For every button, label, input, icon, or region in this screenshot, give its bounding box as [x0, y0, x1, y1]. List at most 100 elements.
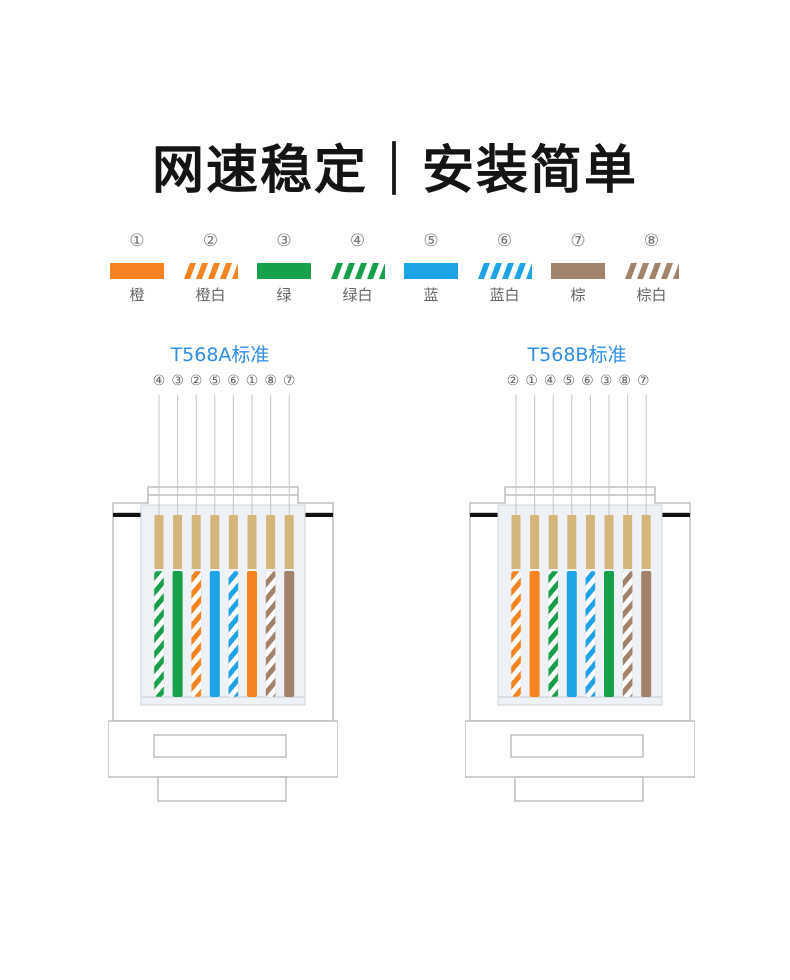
wire-蓝白 — [228, 395, 239, 698]
wire-body — [209, 571, 220, 697]
legend-number: ③ — [276, 231, 292, 251]
wire-绿 — [172, 395, 183, 697]
contact-pin — [247, 515, 257, 569]
wire-body — [529, 571, 540, 697]
headline: 网速稳定｜安装简单 — [151, 141, 638, 201]
wire-绿 — [604, 395, 614, 697]
plug-top-ridge — [504, 486, 656, 495]
legend-swatch — [624, 263, 679, 279]
contact-pin — [604, 515, 614, 569]
contact-pin — [154, 515, 164, 569]
legend-number: ⑦ — [570, 231, 586, 251]
t568b-title: T568B标准 — [527, 344, 627, 366]
wire-order-number: ④ — [543, 373, 557, 389]
plug-boot-slot — [153, 734, 287, 758]
wire-order-number: ④ — [152, 373, 166, 389]
wire-body — [547, 570, 559, 698]
contact-pin — [623, 515, 633, 569]
legend-number: ② — [202, 231, 219, 251]
legend-swatch — [404, 263, 458, 279]
contact-pin — [173, 515, 183, 569]
legend-label: 橙白 — [195, 286, 226, 304]
wire-order-number: ⑧ — [618, 373, 631, 389]
wire-body — [190, 570, 202, 698]
plug-top-ridge — [147, 486, 299, 495]
wire-order-number: ⑥ — [227, 373, 240, 389]
wire-body — [604, 571, 614, 697]
plug-shoulder — [112, 494, 334, 513]
wire-order-number: ⑥ — [581, 373, 594, 389]
legend-swatch — [477, 263, 532, 279]
wire-body — [228, 570, 239, 698]
legend-swatch — [110, 263, 164, 279]
legend-item: ② 橙白 — [174, 228, 248, 305]
wire-蓝 — [209, 395, 220, 697]
plug-shoulder — [469, 494, 691, 513]
legend-number: ④ — [349, 231, 366, 251]
legend-swatch — [330, 263, 385, 279]
wire-body — [566, 571, 577, 697]
legend-label: 蓝白 — [489, 286, 520, 304]
wire-绿白 — [547, 395, 559, 698]
contact-pin — [228, 515, 238, 569]
legend-item: ⑧ 棕白 — [615, 228, 689, 305]
wire-order-number: ② — [506, 373, 520, 389]
legend-number: ⑤ — [423, 231, 439, 251]
contact-pin — [511, 515, 521, 569]
legend-swatch — [257, 263, 311, 279]
contact-pin — [266, 515, 276, 569]
wire-order-number: ② — [189, 373, 203, 389]
wire-order-number: ⑧ — [264, 373, 277, 389]
wire-order-number: ③ — [171, 373, 184, 389]
wire-order-number: ⑤ — [208, 373, 222, 389]
legend-item: ④ 绿白 — [321, 228, 395, 305]
wire-蓝白 — [585, 395, 596, 698]
plug-inner-window — [497, 504, 663, 706]
wire-棕白 — [265, 395, 276, 698]
plug-inner-window — [140, 504, 306, 706]
wire-body — [153, 570, 165, 698]
wire-order-number: ③ — [599, 373, 613, 389]
plug-boot-slot — [510, 734, 644, 758]
legend-number: ① — [129, 231, 145, 251]
contact-pin — [567, 515, 577, 569]
wire-order-number: ⑤ — [562, 373, 576, 389]
wire-橙白 — [510, 395, 522, 698]
wire-棕 — [284, 395, 295, 697]
wire-蓝 — [566, 395, 577, 697]
wire-body — [622, 570, 633, 698]
t568b-connector — [465, 395, 695, 802]
t568a-connector — [108, 395, 338, 802]
contact-pin — [641, 515, 651, 569]
t568a-title: T568A标准 — [170, 344, 270, 366]
contact-pin — [585, 515, 595, 569]
legend-label: 蓝 — [423, 286, 439, 304]
legend-swatch — [551, 263, 605, 279]
plug-cable-stub — [514, 776, 644, 802]
wire-order-number: ⑦ — [282, 373, 296, 389]
legend-number: ⑧ — [643, 231, 660, 251]
wire-body — [585, 570, 596, 698]
wire-order-number: ⑦ — [636, 373, 650, 389]
plug-cable-stub — [157, 776, 287, 802]
legend-swatch — [183, 263, 238, 279]
wire-body — [265, 570, 276, 698]
wire-绿白 — [153, 395, 165, 698]
wire-order-number: ① — [245, 373, 259, 389]
wire-body — [510, 570, 522, 698]
contact-pin — [284, 515, 294, 569]
legend-label: 橙 — [129, 286, 145, 304]
wire-橙白 — [190, 395, 202, 698]
wire-body — [284, 571, 295, 697]
legend-label: 棕白 — [636, 286, 667, 304]
legend-label: 绿白 — [342, 286, 373, 304]
legend-label: 绿 — [276, 286, 292, 304]
